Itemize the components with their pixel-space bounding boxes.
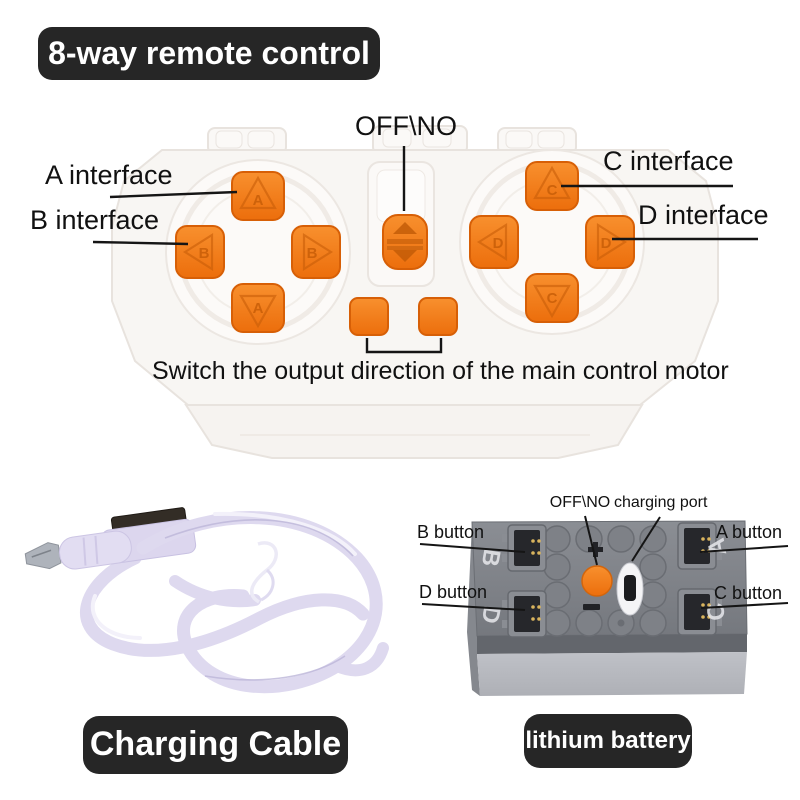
lithium-battery-badge: lithium battery <box>524 714 692 768</box>
remote-button-d-right: D <box>585 215 635 269</box>
svg-text:A: A <box>253 300 264 317</box>
port-d <box>502 590 547 638</box>
micro-usb-tip <box>24 542 62 570</box>
label-switch-note: Switch the output direction of the main … <box>152 357 729 385</box>
remote-top-studs <box>207 125 577 155</box>
label-off-no: OFF\NO <box>355 111 457 141</box>
port-b <box>502 524 547 572</box>
remote-button-a-up: A <box>231 171 285 221</box>
svg-text:B: B <box>199 245 210 262</box>
label-c-interface: C interface <box>603 146 734 176</box>
right-dpad: C C D D <box>459 149 645 335</box>
title-badge: 8-way remote control <box>38 27 380 80</box>
svg-text:C: C <box>547 182 558 199</box>
label-a-button: A button <box>716 522 783 542</box>
label-b-button: B button <box>417 522 485 542</box>
charging-cable-badge: Charging Cable <box>83 716 348 774</box>
label-d-interface: D interface <box>638 200 769 230</box>
port-a <box>677 522 722 570</box>
battery-power-button <box>581 565 613 597</box>
page-title: 8-way remote control <box>48 34 370 71</box>
lithium-battery-label: lithium battery <box>525 726 691 754</box>
cable-tie <box>249 541 278 604</box>
remote-button-b-right: B <box>291 225 341 279</box>
remote-button-d-left: D <box>469 215 519 269</box>
remote-body-skirt <box>184 404 644 459</box>
label-c-button: C button <box>714 583 783 603</box>
charging-cable-illustration <box>24 507 389 694</box>
micro-usb-port <box>616 562 644 616</box>
label-b-interface: B interface <box>30 205 160 235</box>
remote-button-c-down: C <box>525 273 579 323</box>
usb-connector <box>24 507 197 570</box>
label-charging-port: charging port <box>614 494 708 511</box>
remote-button-a-down: A <box>231 283 285 333</box>
svg-text:D: D <box>493 235 504 252</box>
remote-button-b-left: B <box>175 225 225 279</box>
left-dpad: A A B B <box>165 159 351 345</box>
label-d-button: D button <box>419 582 488 602</box>
power-slider <box>367 161 435 287</box>
svg-text:C: C <box>547 290 558 307</box>
label-battery-off-no: OFF\NO <box>549 494 611 511</box>
svg-text:A: A <box>253 192 264 209</box>
charging-cable-label: Charging Cable <box>89 725 342 764</box>
remote-button-c-up: C <box>525 161 579 211</box>
remote-control-illustration: A A B B <box>111 125 719 459</box>
label-a-interface: A interface <box>45 160 173 190</box>
svg-text:B: B <box>307 245 318 262</box>
svg-text:D: D <box>601 235 612 252</box>
direction-switch-buttons <box>349 297 458 336</box>
